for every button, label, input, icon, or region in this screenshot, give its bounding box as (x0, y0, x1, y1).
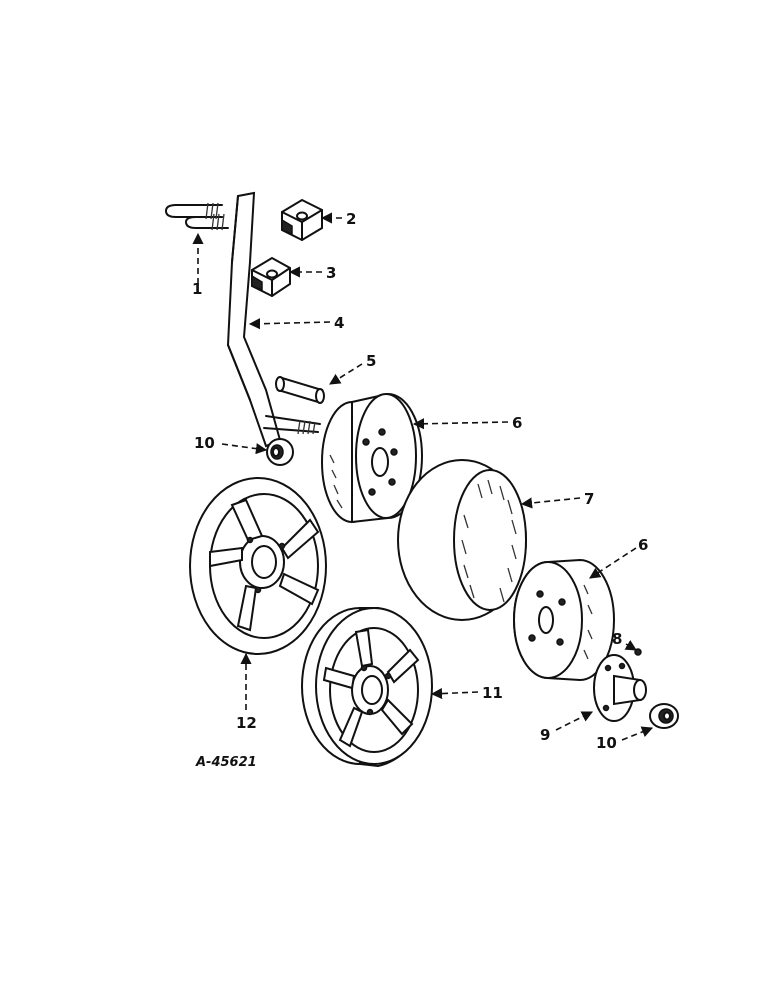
part-1-u-bolt (165, 202, 229, 231)
part-12-wheel-half (189, 477, 327, 655)
part-9-hub-flange (593, 654, 647, 722)
part-6-hub-shell-lower (513, 558, 615, 682)
callout-10-right: 10 (596, 734, 617, 752)
part-6-hub-shell-upper (321, 392, 423, 524)
callout-numbers: 1 2 3 4 5 6 7 6 8 9 10 10 11 12 (192, 210, 648, 752)
part-3-clamp (251, 256, 291, 298)
callout-3: 3 (326, 264, 336, 282)
callout-11: 11 (482, 684, 503, 702)
callout-1: 1 (192, 280, 202, 298)
callout-9: 9 (540, 726, 550, 744)
part-5-spacer (275, 376, 325, 404)
part-10-bearing-cone-left (266, 438, 294, 466)
callout-2: 2 (346, 210, 356, 228)
callout-6-lower: 6 (638, 536, 648, 554)
part-7-tire (397, 459, 527, 621)
part-2-clamp (281, 198, 323, 242)
callout-10-left: 10 (194, 434, 215, 452)
part-4-arm (226, 191, 282, 448)
axle-stub (263, 415, 321, 435)
callout-4: 4 (334, 314, 344, 332)
callout-5: 5 (366, 352, 376, 370)
part-11-wheel-half (301, 607, 433, 768)
callout-12: 12 (236, 714, 257, 732)
callout-7: 7 (584, 490, 594, 508)
leader-lines (192, 212, 654, 741)
drawing-number: A-45621 (195, 755, 257, 770)
callout-6-upper: 6 (512, 414, 522, 432)
part-10-bearing-cone-right (649, 703, 679, 729)
callout-8: 8 (612, 630, 622, 648)
